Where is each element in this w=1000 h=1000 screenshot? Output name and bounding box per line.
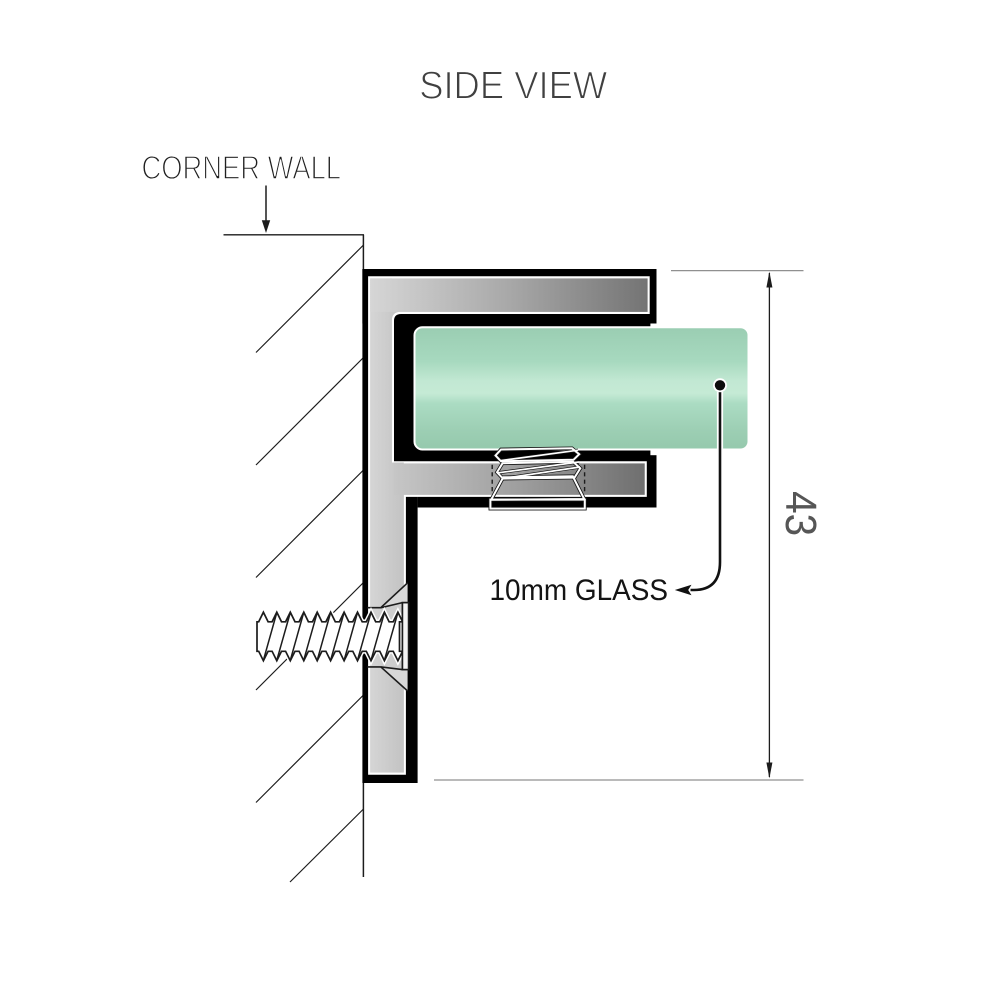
- svg-text:43: 43: [776, 491, 824, 536]
- svg-text:10mm GLASS: 10mm GLASS: [490, 574, 669, 607]
- svg-text:CORNER WALL: CORNER WALL: [142, 150, 342, 187]
- svg-text:SIDE VIEW: SIDE VIEW: [419, 65, 608, 108]
